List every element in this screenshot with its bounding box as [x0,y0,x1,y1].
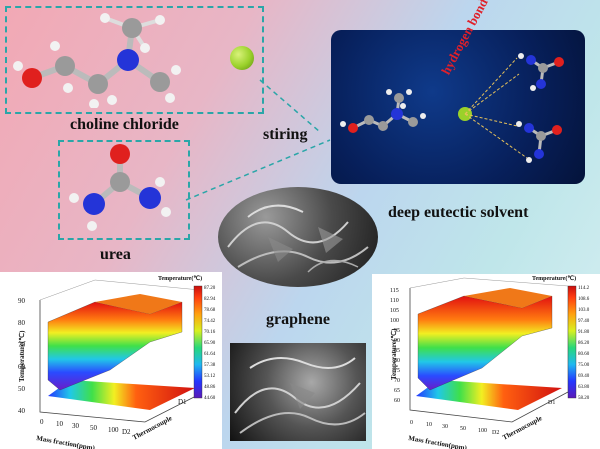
left-ztick: D2 [122,428,131,436]
right-ytick: 110 [390,298,399,304]
left-cbar-tick: 82.94 [204,297,216,302]
graphene-sem-oval [218,187,378,287]
right-ytick: 100 [390,318,399,324]
des-panel [331,30,585,184]
chloride-ion [230,46,254,70]
right-xtick: 50 [460,426,466,432]
left-colorbar [193,285,203,399]
left-ytick: 40 [18,407,26,415]
right-ytick: 60 [394,398,400,404]
right-temperature-plot: 115 110 105 100 95 90 85 80 75 70 65 60 … [372,274,600,449]
right-ytick: 95 [394,328,400,334]
right-cbar-tick: 91.80 [578,330,590,335]
right-ytick: 80 [394,358,400,364]
left-cbar-tick: 70.16 [204,330,216,335]
right-ztick: D1 [548,400,555,406]
right-ytick: 75 [394,368,400,374]
left-xlabel: Mass fraction(ppm) [36,434,96,449]
right-zlabel: Thermocouple [501,414,543,442]
left-cbar-tick: 74.42 [204,319,216,324]
right-xtick: 10 [426,422,432,428]
right-cbar-tick: 75.00 [578,363,590,368]
des-molecule-illustration [340,53,564,163]
right-cbar-tick: 108.6 [578,297,590,302]
right-cbar-tick: 86.20 [578,341,590,346]
right-colorbar-title: Temperature(℃) [532,275,576,282]
right-cbar-tick: 103.0 [578,308,590,313]
left-cbar-tick: 57.38 [204,363,216,368]
right-cbar-tick: 58.20 [578,396,590,401]
left-ylabel: Temperature(℃) [18,330,26,382]
left-ytick: 70 [18,341,26,349]
right-cbar-tick: 63.80 [578,385,590,390]
right-ytick: 115 [390,288,399,294]
right-xtick: 30 [442,424,448,430]
graphene-sem-rect [230,343,366,441]
urea-label: urea [100,246,131,263]
left-colorbar-title: Temperature(℃) [158,275,202,282]
right-ytick: 65 [394,388,400,394]
right-ylabel: Temperature(℃) [390,328,398,380]
left-plot-surface: 90 80 70 60 50 40 0 10 30 50 100 D1 D2 T… [18,275,216,449]
left-cbar-tick: 78.68 [204,308,216,313]
left-ytick: 90 [18,297,26,305]
right-ytick: 85 [394,348,400,354]
left-xtick: 0 [40,418,44,426]
urea-box [58,140,190,240]
right-cbar-tick: 69.40 [578,374,590,379]
left-cbar-tick: 87.20 [204,286,216,291]
choline-chloride-box [5,6,264,114]
left-xtick: 100 [108,426,119,434]
left-xtick: 30 [72,422,80,430]
urea-molecule [69,144,171,231]
left-ztick: D1 [178,398,187,406]
right-xtick: 0 [410,420,413,426]
left-ytick: 80 [18,319,26,327]
right-plot-surface: 115 110 105 100 95 90 85 80 75 70 65 60 … [390,275,590,449]
left-xtick: 50 [90,424,98,432]
right-xtick: 100 [478,428,487,434]
graphene-label: graphene [266,311,330,328]
right-ytick: 105 [390,308,399,314]
right-cbar-tick: 97.40 [578,319,590,324]
right-cbar-tick: 80.60 [578,352,590,357]
choline-chloride-label: choline chloride [70,116,179,133]
choline-chloride-molecule [13,13,181,108]
left-ytick: 60 [18,363,26,371]
right-ztick: D2 [492,430,499,436]
left-cbar-tick: 61.64 [204,352,216,357]
left-cbar-tick: 44.60 [204,396,216,401]
left-ytick: 50 [18,385,26,393]
right-cbar-tick: 114.2 [578,286,590,291]
right-ytick: 70 [394,378,400,384]
right-xlabel: Mass fraction(ppm) [408,434,468,449]
stiring-label: stiring [263,126,308,143]
left-temperature-plot: 90 80 70 60 50 40 0 10 30 50 100 D1 D2 T… [0,272,222,449]
right-ytick: 90 [394,338,400,344]
right-colorbar [567,285,577,399]
left-cbar-tick: 65.90 [204,341,216,346]
left-cbar-tick: 53.12 [204,374,216,379]
left-cbar-tick: 48.86 [204,385,216,390]
left-xtick: 10 [56,420,64,428]
des-label: deep eutectic solvent [388,204,529,221]
